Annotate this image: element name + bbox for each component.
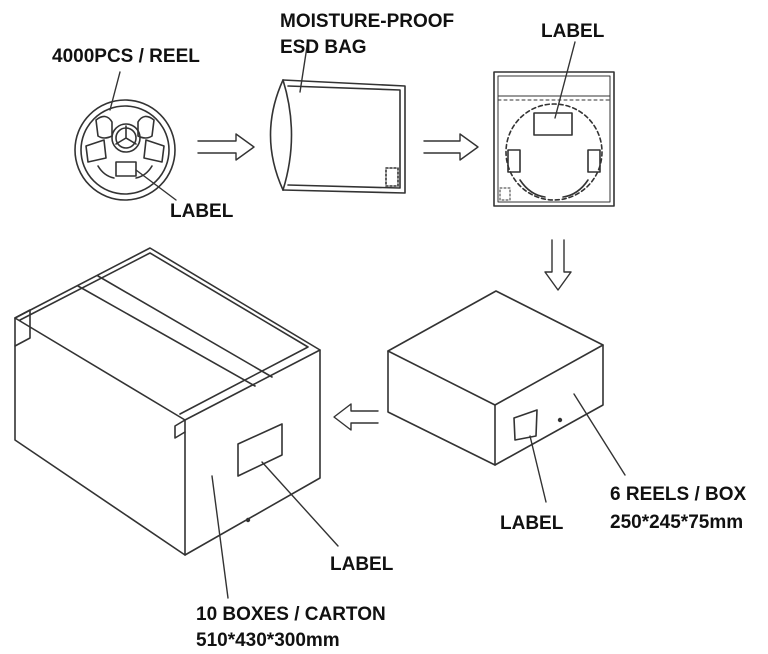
esd-bag-illustration — [269, 79, 406, 194]
bag-title-line1: MOISTURE-PROOF — [280, 11, 455, 32]
carton-label-callout: LABEL — [330, 554, 394, 575]
leader-reel-label — [135, 169, 177, 201]
reel-illustration — [74, 99, 176, 201]
leader-box-quantity — [573, 393, 626, 476]
sealed-bag-illustration — [493, 71, 615, 207]
box-quantity-label: 6 REELS / BOX — [610, 484, 747, 505]
bag-title-line2: ESD BAG — [280, 37, 367, 58]
leader-lines — [109, 39, 626, 599]
leader-carton-label — [261, 461, 339, 547]
sealed-bag-label-callout: LABEL — [541, 21, 605, 42]
box-illustration — [387, 290, 604, 466]
leader-box-label — [529, 435, 547, 503]
leader-sealed-bag-label — [554, 41, 576, 119]
carton-quantity-label: 10 BOXES / CARTON — [196, 604, 386, 625]
box-label-callout: LABEL — [500, 513, 564, 534]
carton-dimensions-label: 510*430*300mm — [196, 630, 340, 651]
reel-label-callout: LABEL — [170, 201, 234, 222]
leader-bag — [299, 39, 309, 93]
box-dimensions-label: 250*245*75mm — [610, 512, 744, 533]
arrow-down-icon — [544, 239, 572, 291]
reel-quantity-label: 4000PCS / REEL — [52, 46, 200, 67]
arrow-left-icon — [333, 403, 379, 431]
arrow-right-1-icon — [197, 133, 255, 161]
leader-carton-quantity — [211, 475, 229, 599]
arrow-right-2-icon — [423, 133, 479, 161]
leader-reel-quantity — [109, 71, 121, 111]
carton-illustration — [14, 247, 321, 556]
